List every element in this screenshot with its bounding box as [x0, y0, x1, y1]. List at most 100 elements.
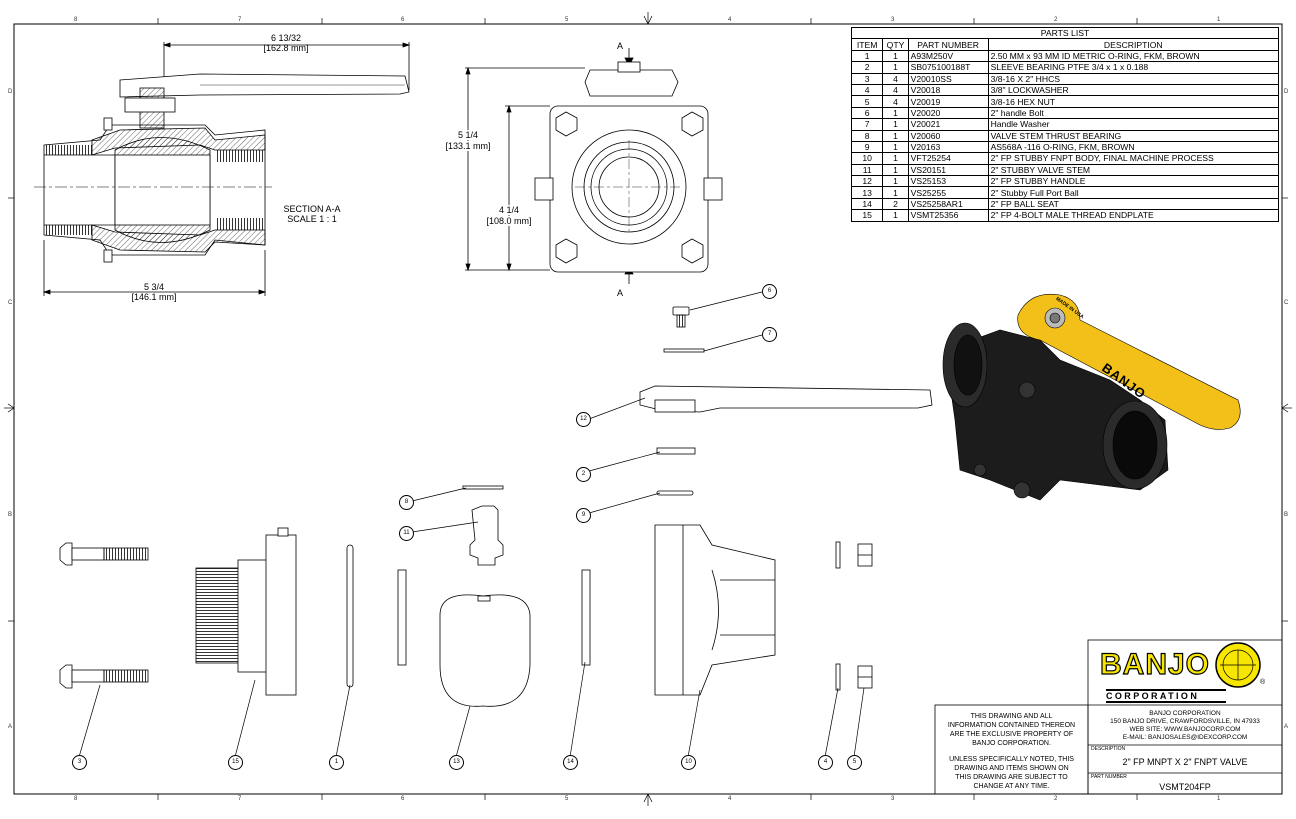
cell-description: 2" FP STUBBY FNPT BODY, FINAL MACHINE PR…	[987, 152, 1280, 165]
balloon-9: 9	[576, 508, 591, 523]
cell-description: 2" handle Bolt	[987, 106, 1280, 120]
zone-right-c: C	[1284, 300, 1289, 306]
zone-bottom-4: 4	[728, 796, 732, 802]
cell-qty: 1	[882, 186, 909, 199]
balloon-1: 1	[329, 755, 344, 770]
notice2-line-4: CHANGE AT ANY TIME.	[973, 783, 1050, 790]
parts-list-table: PARTS LIST ITEM QTY PART NUMBER DESCRIPT…	[850, 26, 1280, 222]
section-dim-bottom-mm: [146.1 mm]	[131, 292, 177, 302]
zone-bottom-6: 6	[401, 796, 405, 802]
cell-description: 3/8-16 HEX NUT	[987, 95, 1280, 108]
notice-line-3: ARE THE EXCLUSIVE PROPERTY OF	[949, 731, 1074, 738]
zone-bottom-8: 8	[74, 796, 78, 802]
parts-list-title: PARTS LIST	[851, 26, 1279, 40]
zone-top-8: 8	[74, 17, 78, 23]
cell-description: 2" FP STUBBY HANDLE	[987, 175, 1280, 188]
zone-top-1: 1	[1217, 17, 1221, 23]
cell-description: 2" FP BALL SEAT	[987, 197, 1280, 211]
cell-description: Handle Washer	[987, 118, 1280, 131]
zone-top-7: 7	[238, 17, 242, 23]
cell-part-number: VFT25254	[907, 152, 989, 165]
section-label: SECTION A-A	[283, 204, 341, 214]
header-item: ITEM	[850, 38, 884, 51]
cell-item: 3	[850, 72, 884, 85]
balloon-11: 11	[399, 526, 414, 541]
cell-part-number: V20021	[907, 118, 989, 131]
zone-ticks	[4, 12, 1292, 806]
title-block-frame	[934, 639, 1283, 795]
cell-item: 1	[850, 49, 884, 63]
balloon-2: 2	[576, 467, 591, 482]
logo-corporation: CORPORATION	[1106, 689, 1226, 703]
cell-item: 9	[850, 140, 884, 154]
cell-qty: 2	[882, 197, 909, 211]
zone-left-b: B	[8, 512, 13, 518]
notice2-line-2: DRAWING AND ITEMS SHOWN ON	[954, 765, 1069, 772]
cell-qty: 1	[882, 175, 909, 188]
zone-top-6: 6	[401, 17, 405, 23]
cell-part-number: A93M250V	[907, 49, 989, 63]
cell-item: 10	[850, 152, 884, 165]
cell-description: 3/8-16 X 2" HHCS	[987, 72, 1280, 85]
section-dim-bottom-frac: 5 3/4	[143, 282, 165, 292]
description-label: DESCRIPTION	[1091, 746, 1126, 752]
company-address: 150 BANJO DRIVE, CRAWFORDSVILLE, IN 4793…	[1110, 718, 1260, 725]
cell-description: 3/8" LOCKWASHER	[987, 83, 1280, 97]
zone-bottom-3: 3	[891, 796, 895, 802]
cell-qty: 1	[882, 129, 909, 142]
balloon-3: 3	[72, 755, 87, 770]
header-description: DESCRIPTION	[987, 38, 1280, 51]
balloon-5: 5	[847, 755, 862, 770]
zone-top-4: 4	[728, 17, 732, 23]
zone-right-a: A	[1284, 724, 1289, 730]
exploded-parts	[59, 306, 933, 707]
balloon-4: 4	[818, 755, 833, 770]
zone-left-c: C	[8, 300, 13, 306]
company-email: E-MAIL: BANJOSALES@IDEXCORP.COM	[1122, 734, 1248, 741]
cut-label-bottom: A	[616, 288, 623, 298]
balloon-7: 7	[762, 327, 777, 342]
zone-right-b: B	[1284, 512, 1289, 518]
front-dim-bolt-frac: 4 1/4	[481, 205, 537, 215]
part-number-value: VSMT204FP	[1159, 782, 1211, 792]
zone-right-d: D	[1284, 89, 1289, 95]
cell-qty: 1	[882, 209, 909, 222]
cell-qty: 1	[882, 140, 909, 154]
cell-item: 6	[850, 106, 884, 120]
front-dim-height-frac: 5 1/4	[440, 130, 496, 140]
cell-description: 2" Stubby Full Port Ball	[987, 186, 1280, 199]
cell-description: 2.50 MM x 93 MM ID METRIC O-RING, FKM, B…	[987, 49, 1280, 63]
cell-part-number: V20163	[907, 140, 989, 154]
logo-wordmark: BANJO	[1099, 647, 1211, 681]
cell-item: 13	[850, 186, 884, 199]
cell-description: 2" FP 4-BOLT MALE THREAD ENDPLATE	[987, 209, 1280, 222]
balloon-13: 13	[449, 755, 464, 770]
cell-item: 14	[850, 197, 884, 211]
cell-part-number: VS25255	[907, 186, 989, 199]
cell-part-number: VS25153	[907, 175, 989, 188]
zone-bottom-7: 7	[238, 796, 242, 802]
description-value: 2" FP MNPT X 2" FNPT VALVE	[1122, 757, 1248, 767]
cell-part-number: V20019	[907, 95, 989, 108]
zone-top-2: 2	[1054, 17, 1058, 23]
cell-qty: 4	[882, 95, 909, 108]
notice-line-4: BANJO CORPORATION.	[972, 740, 1051, 747]
company-website: WEB SITE: WWW.BANJOCORP.COM	[1129, 726, 1241, 733]
company-name: BANJO CORPORATION	[1149, 710, 1221, 717]
cell-part-number: VS25258AR1	[907, 197, 989, 211]
cell-part-number: V20018	[907, 83, 989, 97]
header-qty: QTY	[882, 38, 909, 51]
isometric-valve-render	[942, 293, 1241, 501]
zone-top-5: 5	[565, 17, 569, 23]
